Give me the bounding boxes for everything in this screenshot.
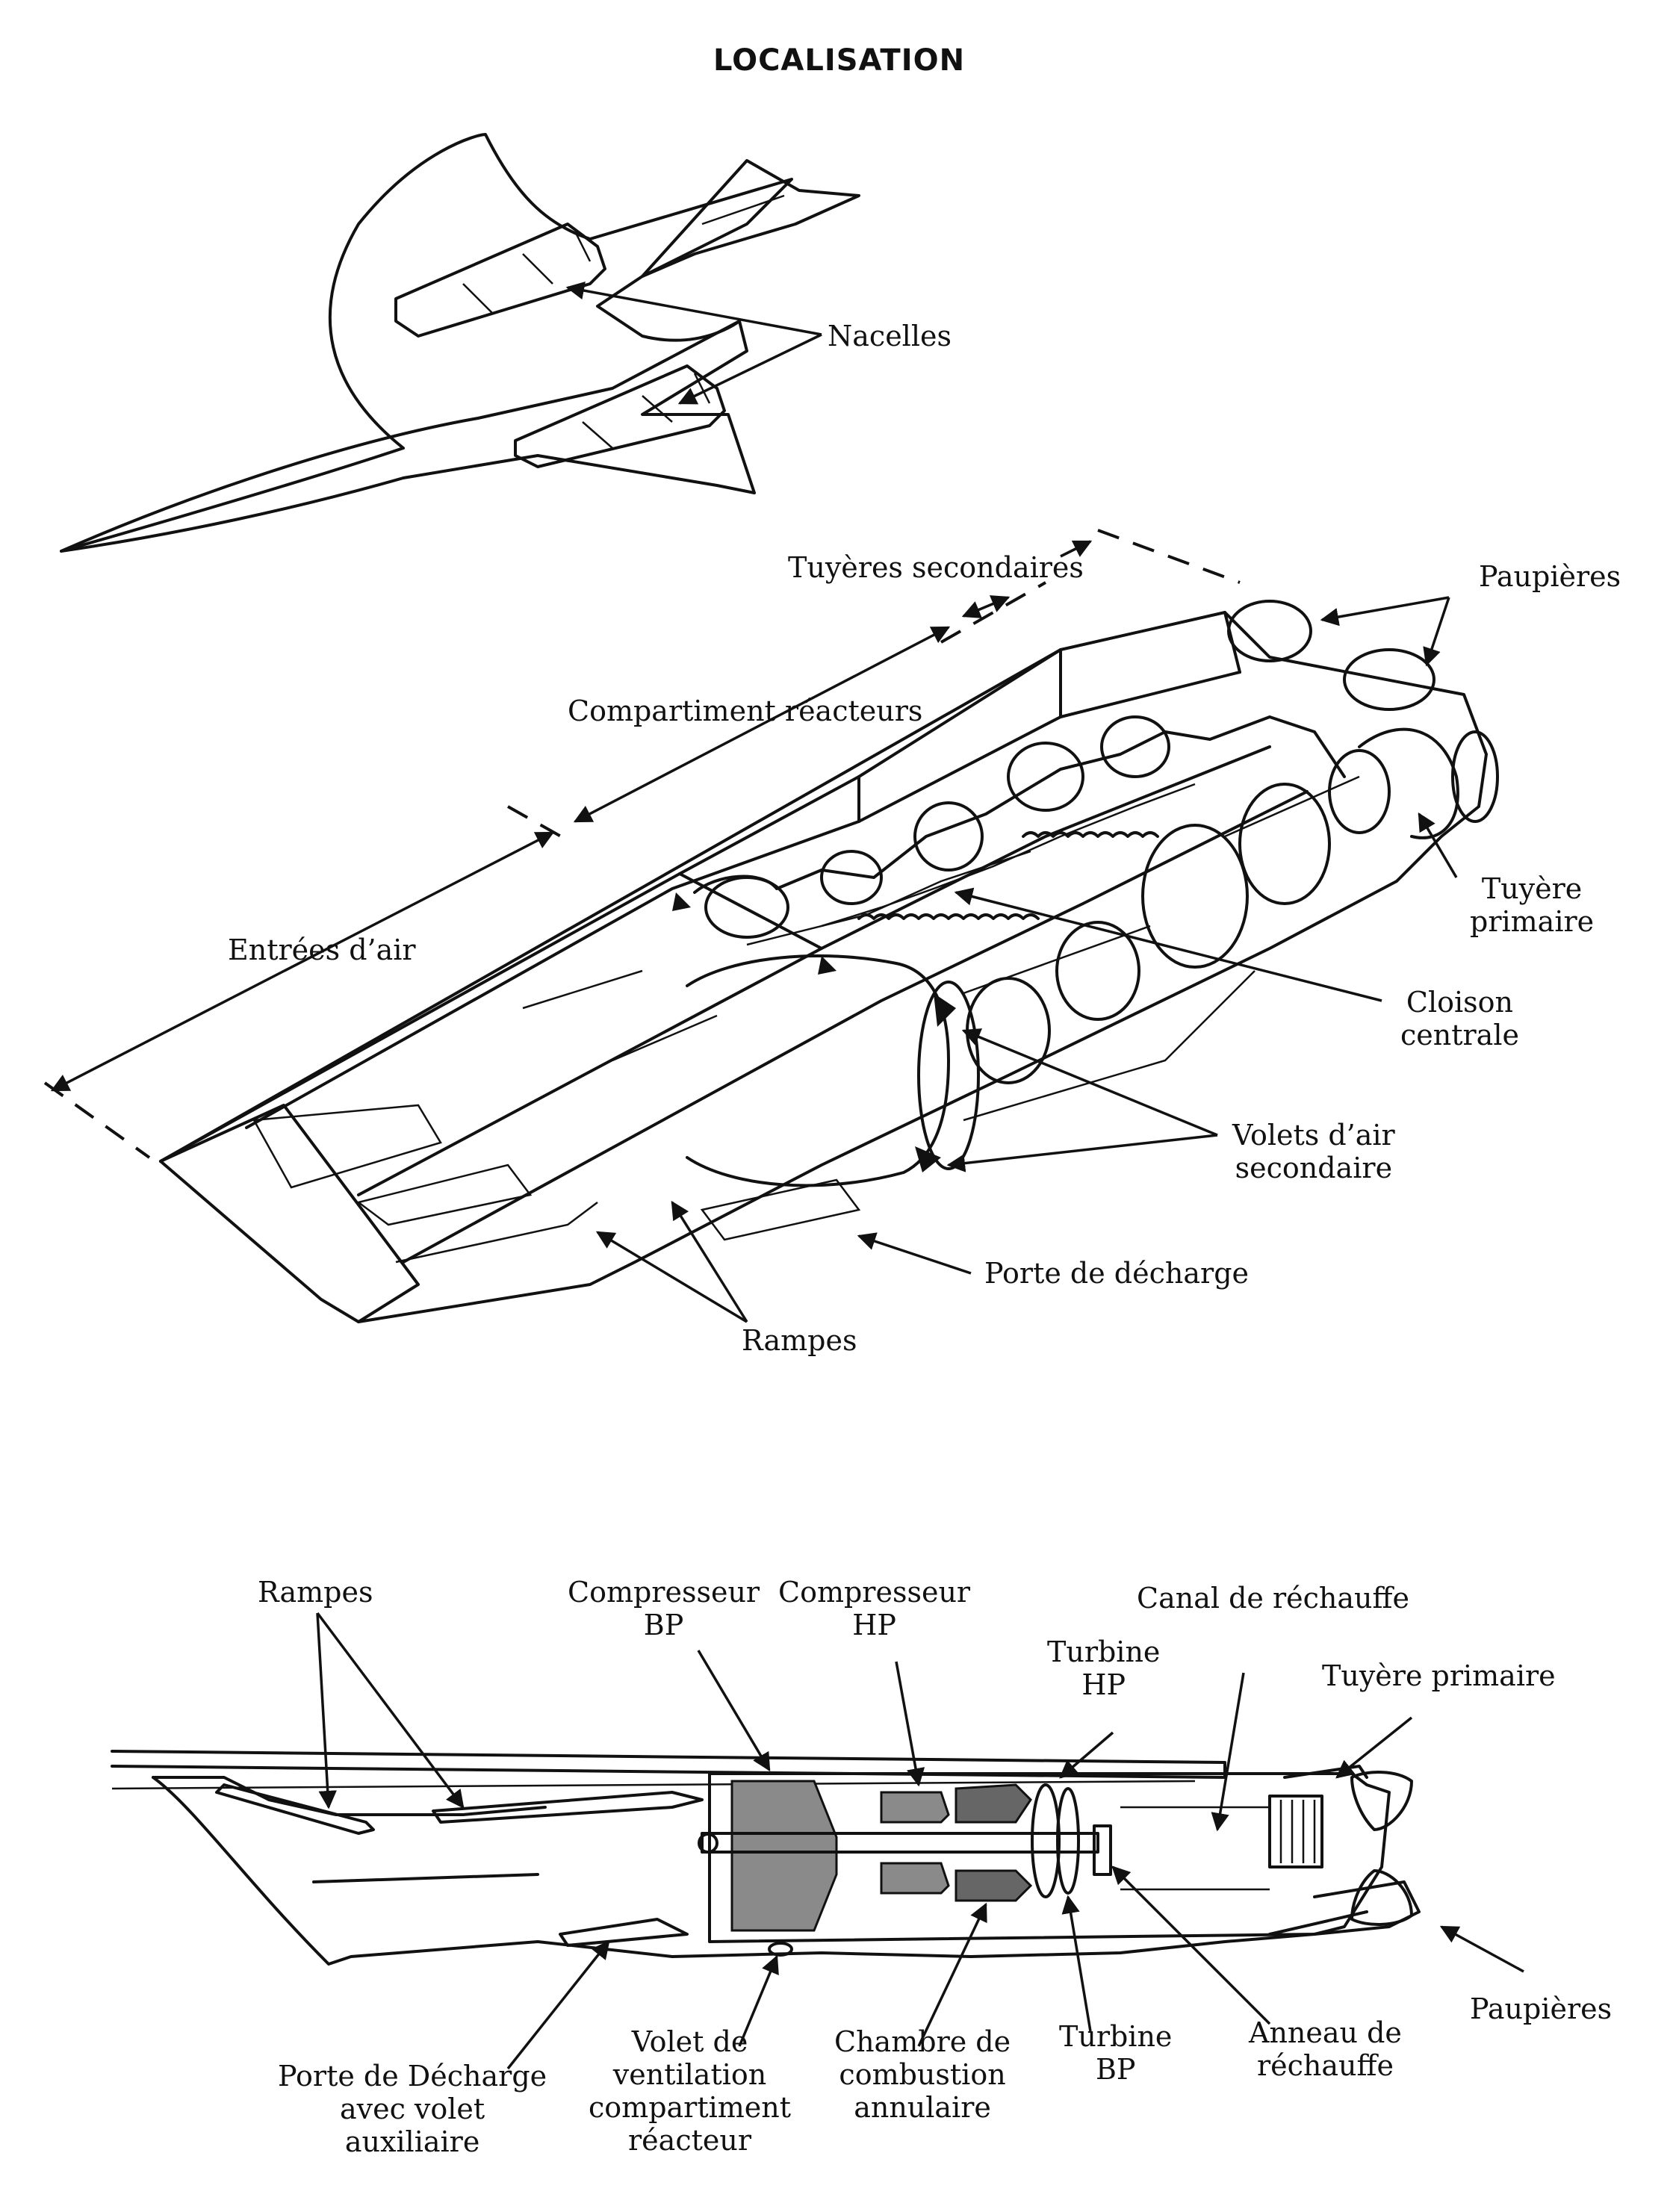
volets-air-leader-2 (946, 1134, 1218, 1172)
label-entrees-air: Entrées d’air (228, 933, 416, 966)
label-compresseur-bp: Compresseur BP (568, 1576, 760, 1641)
label-rampes-top: Rampes (742, 1324, 857, 1357)
paupieres-leader-2 (1423, 597, 1450, 667)
compresseur-bp-leader (697, 1650, 771, 1772)
label-tuyere-primaire-top: Tuyère primaire (1470, 872, 1595, 938)
porte-decharge-leader (857, 1232, 972, 1275)
label-turbine-hp: Turbine HP (1047, 1635, 1161, 1701)
label-canal-rechauffe: Canal de réchauffe (1137, 1582, 1410, 1615)
label-tuyeres-secondaires: Tuyères secondaires (788, 551, 1084, 584)
canal-rechauffe-leader (1211, 1672, 1245, 1832)
label-tuyere-primaire-section: Tuyère primaire (1322, 1659, 1556, 1692)
compresseur-hp-leader (895, 1661, 925, 1787)
rampes-section-leader-1 (316, 1612, 337, 1809)
paupieres-leader-1 (1320, 596, 1450, 627)
volet-ventilation-leader (738, 1954, 779, 2047)
label-rampes-section: Rampes (258, 1576, 373, 1609)
label-compresseur-hp: Compresseur HP (778, 1576, 971, 1641)
porte-decharge-section-leader (506, 1940, 610, 2070)
label-nacelles: Nacelles (828, 320, 952, 352)
rampes-section-leader-2 (316, 1612, 465, 1809)
page-title: LOCALISATION (713, 43, 966, 78)
turbine-bp-leader (1061, 1895, 1092, 2032)
label-paupieres-top: Paupières (1479, 560, 1621, 593)
tuyere-primaire-leader (1418, 812, 1458, 878)
rampes-leader-1 (595, 1231, 748, 1323)
label-porte-decharge-volet: Porte de Décharge avec volet auxiliaire (278, 2060, 547, 2158)
cloison-centrale-leader (954, 887, 1382, 1002)
volets-air-leader-1 (961, 1028, 1218, 1137)
label-cloison-centrale: Cloison centrale (1400, 986, 1519, 1051)
nacelles-leader-1 (565, 281, 822, 336)
label-chambre-combustion: Chambre de combustion annulaire (834, 2025, 1011, 2124)
rampes-leader-2 (671, 1200, 748, 1323)
label-volets-air-secondaire: Volets d’air secondaire (1232, 1119, 1395, 1184)
nacelle-perspective (43, 529, 1499, 1323)
chambre-combustion-leader (917, 1902, 987, 2047)
label-anneau-rechauffe: Anneau de réchauffe (1249, 2016, 1402, 2082)
label-turbine-bp: Turbine BP (1059, 2020, 1173, 2086)
label-volet-ventilation: Volet de ventilation compartiment réacte… (589, 2025, 792, 2157)
nacelles-leader-2 (677, 333, 822, 405)
anneau-rechauffe-leader (1111, 1865, 1271, 2025)
engine-cross-section (111, 1750, 1421, 1966)
label-compartiment-reacteurs: Compartiment réacteurs (568, 695, 923, 727)
aircraft-planform (60, 133, 860, 553)
tuyere-primaire-section-leader (1335, 1716, 1413, 1779)
label-paupieres-section: Paupières (1470, 1992, 1613, 2025)
paupieres-section-leader (1439, 1925, 1524, 1973)
label-porte-decharge: Porte de décharge (984, 1257, 1250, 1290)
turbine-hp-leader (1059, 1731, 1114, 1779)
